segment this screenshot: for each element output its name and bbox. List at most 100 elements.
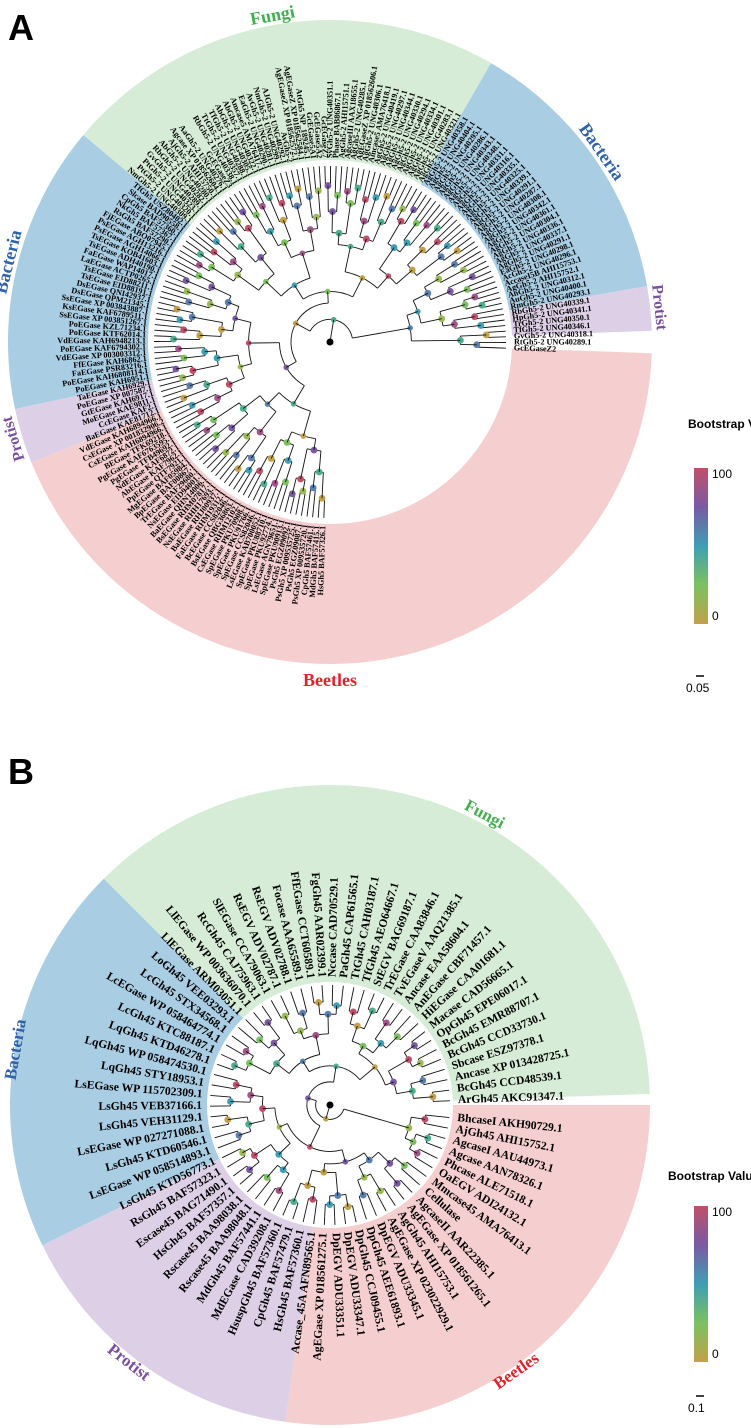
tree-b-branch: [233, 1156, 245, 1164]
tree-a-branch: [359, 220, 365, 237]
tree-b-branch: [260, 1179, 271, 1194]
tree-a-branch: [406, 311, 418, 316]
tree-a-branch: [457, 227, 465, 234]
tree-b-branch: [357, 1179, 364, 1196]
tree-b-branch: [342, 1207, 346, 1217]
tree-a-branch: [284, 242, 292, 258]
tree-b-bootstrap-node: [377, 1187, 384, 1195]
tree-b-branch: [266, 1165, 278, 1178]
tree-b-branch: [307, 1097, 317, 1102]
tree-a-branch: [202, 232, 216, 244]
panel-label-b: B: [8, 751, 34, 792]
tree-a-branch: [443, 250, 458, 261]
tree-a-bootstrap-node: [377, 218, 385, 226]
tree-a-branch: [219, 472, 226, 480]
tree-a-branch: [195, 450, 203, 457]
tree-b-branch: [404, 1045, 415, 1054]
tree-a-bootstrap-node: [314, 187, 322, 195]
tree-a-bootstrap-node: [282, 478, 289, 486]
tree-a-branch: [156, 312, 165, 316]
tree-a-branch: [265, 281, 282, 297]
tree-a-branch: [191, 393, 216, 406]
tree-b-branch: [225, 1138, 241, 1146]
tree-a-branch: [315, 217, 318, 229]
tree-a-branch: [384, 208, 393, 224]
tree-a-branch: [260, 257, 275, 275]
tree-a-bootstrap-node: [390, 244, 398, 251]
tree-b-branch: [225, 1044, 234, 1050]
tree-b-branch: [250, 1094, 264, 1098]
tree-a-branch: [388, 176, 392, 185]
tree-a-branch: [329, 319, 335, 343]
group-label-protist-right-a: Protist: [648, 284, 670, 332]
tree-a-branch: [340, 166, 343, 175]
tree-b-branch: [385, 1081, 394, 1086]
tree-a-branch: [281, 203, 288, 219]
tree-b-branch: [426, 1142, 435, 1147]
tree-a-branch: [270, 231, 279, 246]
tree-a-bootstrap-node: [451, 260, 458, 268]
tree-b-branch: [358, 1165, 365, 1178]
tree-b-leaf-label: DpEGV ADU33351.1: [330, 1233, 347, 1338]
tree-b-branch: [312, 994, 315, 1004]
tree-a-branch: [284, 504, 288, 513]
tree-b-branch: [425, 1163, 433, 1169]
tree-a-branch: [273, 501, 278, 510]
tree-a-branch: [462, 259, 477, 269]
tree-a-branch: [302, 410, 311, 437]
tree-a-branch: [372, 221, 382, 242]
group-sectors-b: [9, 784, 650, 1425]
tree-a-bootstrap-node: [245, 340, 252, 346]
tree-b-branch: [217, 1144, 226, 1149]
tree-a-branch: [251, 471, 263, 491]
tree-a-branch: [396, 208, 404, 220]
tree-a-bootstrap-node: [471, 313, 479, 321]
tree-b-branch: [274, 1007, 282, 1019]
tree-a-branch: [176, 308, 194, 314]
tree-a-branch: [181, 263, 201, 275]
tree-a-branch: [224, 456, 239, 474]
tree-a-bootstrap-node: [446, 288, 454, 295]
tree-a-branch: [242, 197, 255, 217]
tree-a-bootstrap-node: [259, 202, 266, 210]
tree-a-branch: [221, 213, 236, 231]
tree-b-branch: [397, 1008, 403, 1016]
tree-a-branch: [424, 210, 436, 224]
tree-b-branch: [238, 1027, 245, 1033]
tree-a-branch: [215, 430, 235, 450]
tree-a-branch: [199, 264, 210, 272]
tree-a-branch: [266, 482, 274, 498]
tree-b-branch: [361, 989, 365, 998]
tree-a-branch: [220, 453, 235, 470]
tree-b-branch: [359, 1066, 376, 1081]
tree-b-branch: [425, 1114, 442, 1118]
tree-a-branch: [166, 374, 183, 380]
sector-bacteria: [420, 63, 648, 311]
tree-b-leaf-label: ArGh45 AKC91347.1: [458, 1089, 565, 1106]
sector-fungi: [83, 20, 492, 227]
tree-a-branch: [211, 266, 234, 282]
tree-a-branch: [417, 191, 423, 199]
tree-a-branch: [464, 236, 472, 243]
tree-a-branch: [211, 211, 218, 218]
tree-a-branch: [463, 296, 475, 301]
tree-b-branch: [404, 1015, 411, 1023]
tree-a-branch: [274, 458, 285, 484]
tree-b-branch: [323, 1163, 326, 1173]
tree-b-branch: [434, 1145, 442, 1150]
tree-b-bootstrap-node: [264, 1019, 272, 1026]
tree-a-branch: [175, 365, 193, 370]
scale-label-b: 0.1: [688, 1401, 705, 1415]
tree-b-branch: [294, 1203, 299, 1212]
tree-a-branch: [307, 167, 310, 176]
tree-a-branch: [416, 256, 442, 276]
tree-a-branch: [162, 350, 179, 353]
tree-b-branch: [267, 1022, 281, 1039]
tree-a-branch: [205, 228, 219, 241]
tree-b-branch: [388, 1059, 409, 1072]
tree-b-branch: [249, 1161, 260, 1171]
tree-a-branch: [258, 180, 263, 189]
tree-a-branch: [352, 327, 411, 339]
